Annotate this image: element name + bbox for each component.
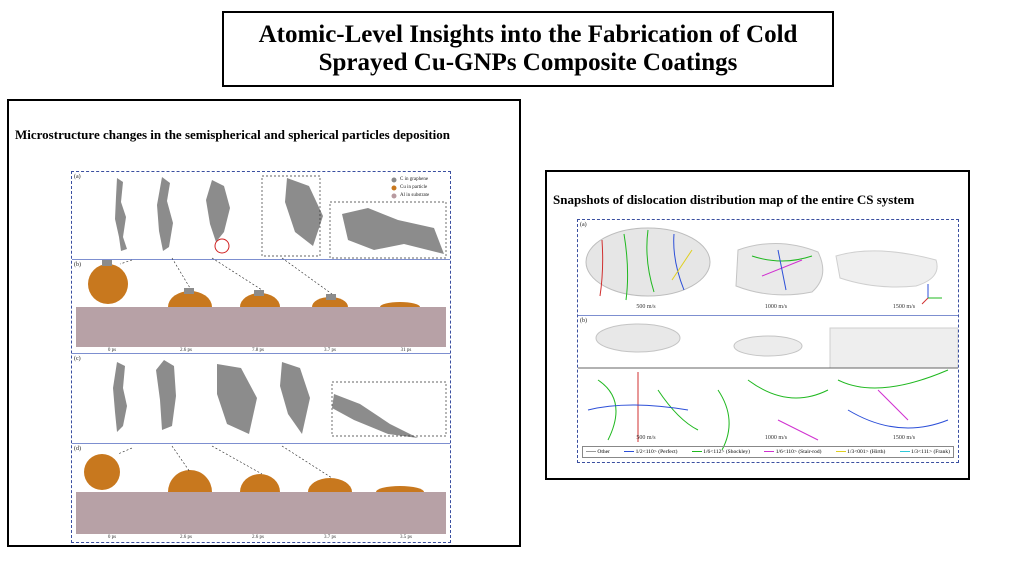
- left-panel-heading: Microstructure changes in the semispheri…: [15, 127, 450, 142]
- title-line-1: Atomic-Level Insights into the Fabricati…: [258, 21, 798, 48]
- legend-perfect: 1/2<110> (Perfect): [624, 449, 678, 455]
- legend-al: Al in substrate: [400, 193, 430, 198]
- graphene-sheet: [342, 208, 444, 254]
- graphene-flake: [206, 180, 230, 242]
- speed-a-1: 500 m/s: [636, 304, 656, 310]
- graphene-flake: [157, 177, 173, 251]
- time-d-4: 3.7 ps: [324, 535, 336, 540]
- time-d-5: 3.5 ps: [400, 535, 412, 540]
- speed-b-1: 500 m/s: [636, 435, 656, 441]
- graphene-flake: [285, 178, 323, 246]
- dislocation-legend: Other 1/2<110> (Perfect) 1/6<112> (Shock…: [582, 446, 954, 458]
- legend-hirth: 1/3<001> (Hirth): [835, 449, 885, 455]
- microstructure-drawing: [76, 175, 447, 534]
- row-c: [72, 354, 450, 444]
- poster-title: Atomic-Level Insights into the Fabricati…: [222, 11, 834, 87]
- legend-cu: Cu in particle: [400, 185, 428, 190]
- legend-frank: 1/3<111> (Frank): [899, 449, 950, 455]
- dislocation-drawing: [578, 227, 958, 451]
- time-b-4: 3.7 ps: [324, 348, 336, 353]
- speed-a-3: 1500 m/s: [892, 304, 916, 310]
- legend-stair-rod: 1/6<110> (Stair-rod): [764, 449, 821, 455]
- time-b-2: 2.6 ps: [180, 348, 192, 353]
- right-panel-heading: Snapshots of dislocation distribution ma…: [553, 192, 915, 207]
- speed-a-2: 1000 m/s: [764, 304, 788, 310]
- legend-other: Other: [586, 449, 610, 455]
- time-d-1: 0 ps: [107, 535, 117, 540]
- time-b-3: 7.8 ps: [252, 348, 264, 353]
- label-d: (d): [74, 446, 81, 452]
- legend-c: C in graphene: [400, 177, 429, 182]
- label-a-right: (a): [580, 222, 587, 228]
- row-a: [72, 172, 450, 260]
- graphene-flake: [115, 178, 127, 251]
- speed-b-3: 1500 m/s: [892, 435, 916, 441]
- time-b-5: 31 ps: [400, 348, 412, 353]
- label-a: (a): [74, 174, 81, 180]
- left-panel: Microstructure changes in the semispheri…: [7, 99, 521, 547]
- legend-shockley: 1/6<112> (Shockley): [691, 449, 750, 455]
- graphene-flake: [156, 360, 176, 430]
- time-b-1: 0 ps: [107, 348, 117, 353]
- right-panel: Snapshots of dislocation distribution ma…: [545, 170, 970, 480]
- microstructure-figure: (a) (b) (c) (d): [71, 171, 451, 543]
- graphene-flake: [113, 362, 127, 432]
- graphene-sheet: [332, 394, 418, 438]
- label-b: (b): [74, 262, 81, 268]
- dislocation-figure: (a) (b): [577, 219, 959, 463]
- title-line-2: Sprayed Cu-GNPs Composite Coatings: [318, 49, 738, 76]
- row-b: [72, 260, 450, 354]
- graphene-flake: [217, 364, 257, 434]
- label-c: (c): [74, 356, 81, 362]
- time-d-3: 2.6 ps: [252, 535, 264, 540]
- label-b-right: (b): [580, 318, 587, 324]
- time-d-2: 2.6 ps: [180, 535, 192, 540]
- graphene-flake: [280, 362, 310, 434]
- speed-b-2: 1000 m/s: [764, 435, 788, 441]
- highlight-circle: [214, 238, 230, 254]
- row-a-dislocation: [578, 220, 958, 316]
